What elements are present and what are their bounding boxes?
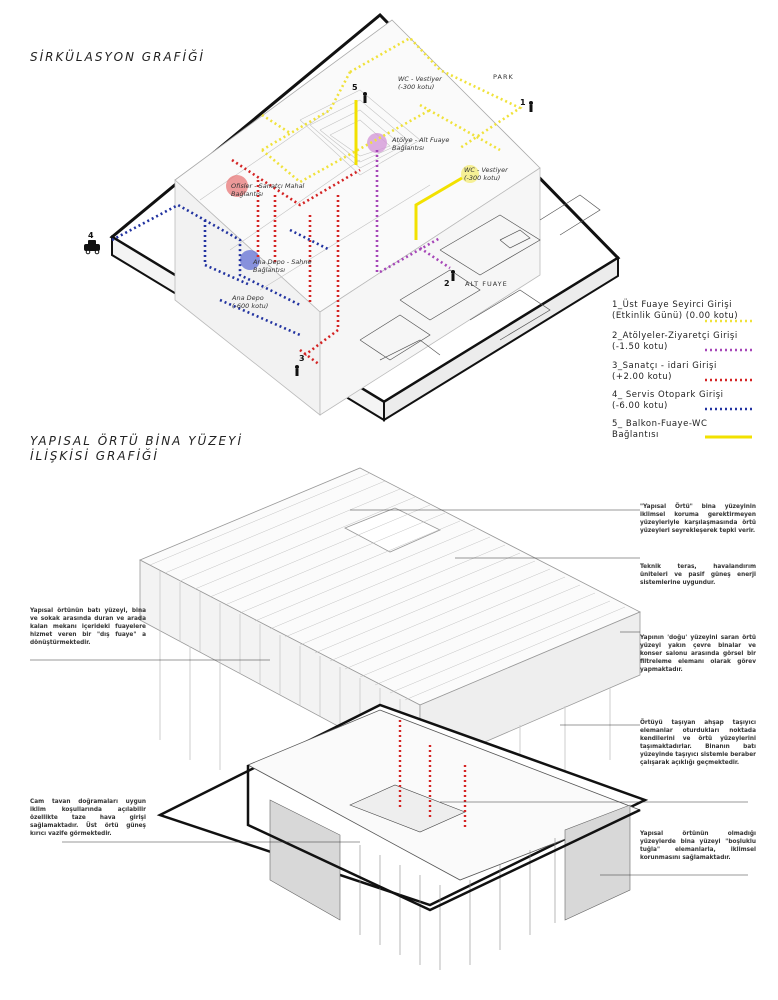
note-right-1: "Yapısal Örtü" bina yüzeyinin iklimsel k… [640,504,756,534]
park-label: PARK [493,73,514,81]
entrance-number-5: 5 [352,83,358,92]
red-dotted-verticals [398,720,467,830]
note-left-1: Yapısal örtünün batı yüzeyi, bina ve sok… [30,608,146,646]
route-2-purple [375,150,451,275]
car-icon [84,240,100,255]
pedestrian-icon [529,101,533,112]
pedestrian-icon [451,270,455,281]
entrance-number-4: 4 [88,231,94,240]
circulation-title: SİRKÜLASYON GRAFİĞİ [30,50,205,64]
legend-swatches [705,319,752,439]
entrance-number-1: 1 [520,98,526,107]
auditorium-steps [199,89,431,291]
lower-plan-detail [359,194,601,361]
entrance-number-2: 2 [444,279,450,288]
glass-facade-fins [359,838,556,970]
anadepo-label: Ana Depo(-600 kotu) [232,294,269,310]
wc1-label: WC - Vestiyer(-300 kotu) [398,75,442,91]
note-right-2: Teknik teras, havalandırım üniteleri ve … [640,564,756,586]
building-right-face [319,167,541,416]
entrance-number-3: 3 [299,354,305,363]
route-3-red [231,158,361,367]
legend-item-1: 1_Üst Fuaye Seyirci Girişi(Etkinlik Günü… [612,300,739,321]
brick-facade-left [269,799,341,921]
note-right-3: Yapının 'doğu' yüzeyini saran örtü yüzey… [640,635,756,673]
canopy-opening [344,507,441,553]
ofisler-circle [226,175,248,197]
canopy-left-fins [159,571,401,759]
circulation-axonometric [84,12,621,422]
building-base-outline [246,765,641,912]
wc2-circle [461,165,479,183]
legend-item-3: 3_Sanatçı - idari Girişi(+2.00 kotu) [612,361,717,382]
pedestrian-icon [295,365,299,376]
atolye-circle [367,133,387,153]
envelope-axonometric [30,467,748,970]
route-1-yellow [261,36,523,184]
envelope-title-line1: YAPISAL ÖRTÜ BİNA YÜZEYİ [30,434,243,448]
anadepo-circle [240,250,260,270]
note-right-5: Yapısal örtünün olmadığı yüzeylerde bina… [640,831,756,861]
legend-item-2: 2_Atölyeler-Ziyaretçi Girişi(-1.50 kotu) [612,331,738,352]
wc2-label: WC - Vestiyer(-300 kotu) [464,166,508,182]
note-left-2: Cam tavan doğramaları uygun iklim koşull… [30,799,146,837]
pedestrian-icon [363,92,367,103]
route-4-blue [111,203,331,337]
legend-item-4: 4_ Servis Otopark Girişi(-6.00 kotu) [612,390,724,411]
envelope-title-line2: İLİŞKİSİ GRAFİĞİ [30,449,159,463]
route-5-yellow-solid [354,100,463,240]
leader-lines [30,509,748,876]
note-right-4: Örtüyü taşıyan ahşap taşıyıcı elemanlar … [640,720,756,766]
brick-facade-right [564,804,631,921]
alt-fuaye-label: ALT FUAYE [465,280,508,288]
canopy-slats [149,472,626,701]
